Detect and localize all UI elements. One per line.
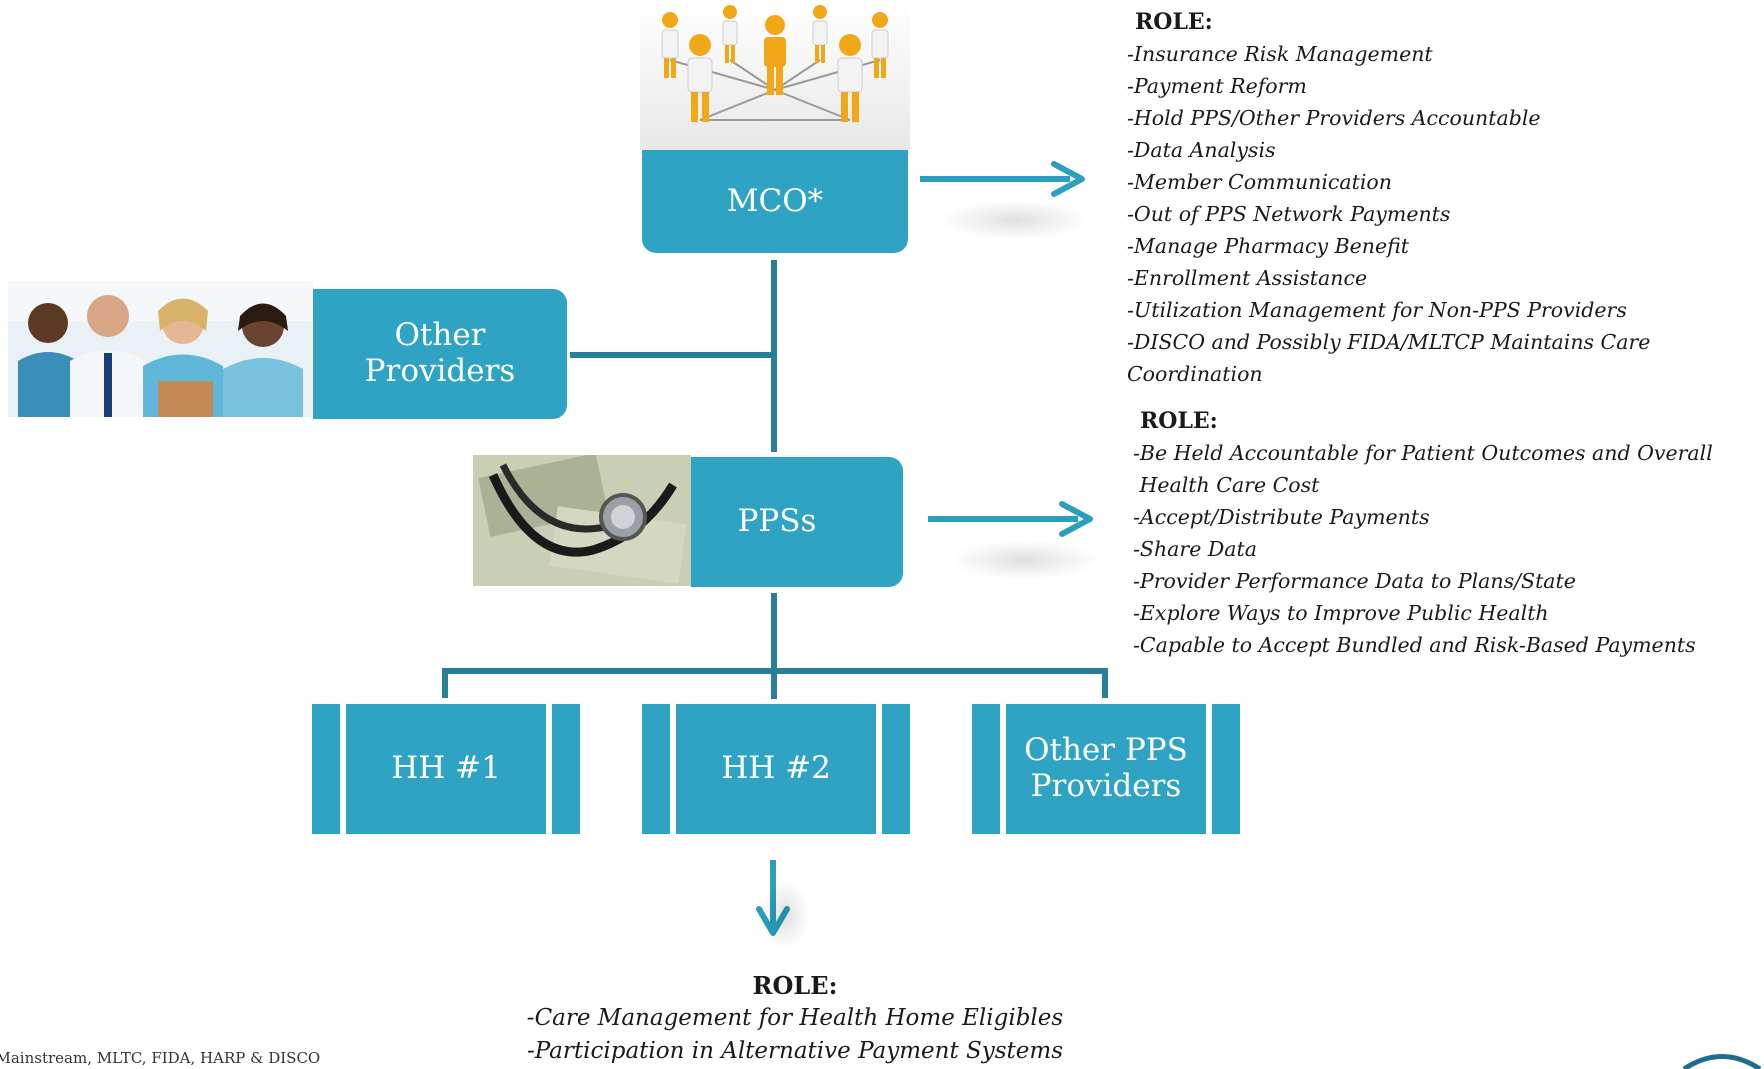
hh-role-title: ROLE: <box>752 971 838 1000</box>
mco-label: MCO* <box>726 182 824 219</box>
hh1-right-bar <box>552 704 580 834</box>
connector-hh1-drop <box>442 668 448 698</box>
mco-role-block: ROLE: -Insurance Risk Management -Paymen… <box>1127 6 1747 390</box>
other-pps-right-bar <box>1212 704 1240 834</box>
logo-icon <box>1682 1054 1762 1069</box>
hh-role-item: -Participation in Alternative Payment Sy… <box>526 1038 1064 1064</box>
mco-role-item: -Utilization Management for Non-PPS Prov… <box>1127 298 1627 322</box>
other-providers-label-line2: Providers <box>364 353 516 389</box>
ppss-node: PPSs <box>691 457 903 587</box>
hh-role-item: -Care Management for Health Home Eligibl… <box>526 1005 1064 1031</box>
doctors-photo <box>8 281 313 417</box>
hh2-right-bar <box>882 704 910 834</box>
connector-other-providers <box>570 352 775 358</box>
ppss-label: PPSs <box>737 503 817 540</box>
pps-role-item: -Capable to Accept Bundled and Risk-Base… <box>1133 633 1696 657</box>
pps-role-arrow-line <box>928 516 1078 522</box>
mco-role-title: ROLE: <box>1135 9 1213 35</box>
connector-pps-to-hh <box>771 593 777 699</box>
footnote: *Mainstream, MLTC, FIDA, HARP & DISCO <box>0 1049 321 1067</box>
hh2-left-bar <box>642 704 670 834</box>
pps-role-item: Health Care Cost <box>1133 473 1320 497</box>
mco-role-item: -Hold PPS/Other Providers Accountable <box>1127 106 1541 130</box>
hh2-node: HH #2 <box>676 704 876 834</box>
pps-role-title: ROLE: <box>1140 408 1218 434</box>
hh-role-block: ROLE: -Care Management for Health Home E… <box>480 969 1110 1068</box>
pps-role-item: -Accept/Distribute Payments <box>1133 505 1430 529</box>
other-pps-left-bar <box>972 704 1000 834</box>
hh-role-arrowhead <box>756 906 790 936</box>
pps-arrow-shadow <box>950 540 1100 580</box>
mco-node: MCO* <box>642 150 908 253</box>
hh2-label: HH #2 <box>721 750 831 787</box>
hh-role-arrow-line <box>770 860 776 928</box>
hh1-label: HH #1 <box>391 750 501 787</box>
mco-role-item: Coordination <box>1127 362 1263 386</box>
mco-arrow-shadow <box>940 200 1090 240</box>
mco-role-item: -Payment Reform <box>1127 74 1307 98</box>
pps-role-item: -Be Held Accountable for Patient Outcome… <box>1133 441 1713 465</box>
hh1-left-bar <box>312 704 340 834</box>
other-pps-label-line2: Providers <box>1030 768 1182 804</box>
pps-role-item: -Share Data <box>1133 537 1257 561</box>
mco-role-item: -Manage Pharmacy Benefit <box>1127 234 1410 258</box>
mco-people-network-image <box>640 0 910 150</box>
other-providers-label-line1: Other <box>394 317 486 354</box>
pps-role-item: -Explore Ways to Improve Public Health <box>1133 601 1549 625</box>
other-providers-node: Other Providers <box>313 289 567 419</box>
pps-role-arrowhead <box>1059 501 1093 537</box>
mco-role-item: -Data Analysis <box>1127 138 1276 162</box>
connector-hh-horizontal <box>442 668 1108 674</box>
mco-role-item: -Member Communication <box>1127 170 1392 194</box>
mco-role-item: -Insurance Risk Management <box>1127 42 1433 66</box>
pps-role-item: -Provider Performance Data to Plans/Stat… <box>1133 569 1576 593</box>
mco-role-arrow-line <box>920 176 1070 182</box>
stethoscope-money-photo <box>473 455 691 586</box>
pps-role-block: ROLE: -Be Held Accountable for Patient O… <box>1133 405 1758 661</box>
mco-role-item: -DISCO and Possibly FIDA/MLTCP Maintains… <box>1127 330 1651 354</box>
connector-other-pps-drop <box>1102 668 1108 698</box>
hh-arrow-shadow <box>760 880 810 950</box>
other-pps-label-line1: Other PPS <box>1024 732 1188 769</box>
hh1-node: HH #1 <box>346 704 546 834</box>
other-pps-providers-node: Other PPS Providers <box>1006 704 1206 834</box>
mco-role-arrowhead <box>1051 161 1085 197</box>
mco-role-item: -Enrollment Assistance <box>1127 266 1368 290</box>
mco-role-item: -Out of PPS Network Payments <box>1127 202 1451 226</box>
